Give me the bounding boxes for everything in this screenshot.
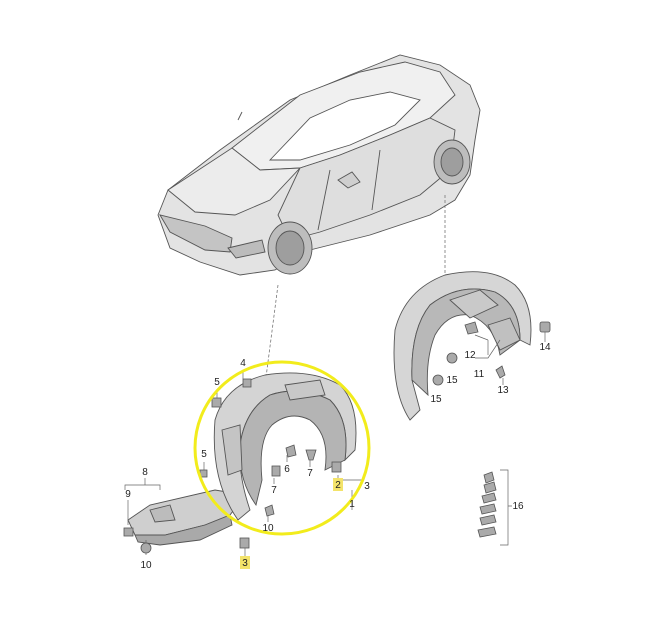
- nut-3b: [239, 537, 250, 549]
- hardware-set-16: [477, 471, 497, 538]
- callout-5a: 5: [214, 377, 220, 388]
- screw-10b: [264, 504, 275, 517]
- nut-12: [464, 321, 479, 335]
- screw-4: [242, 378, 252, 388]
- clip-7b: [305, 449, 317, 461]
- highlight-circle: [193, 360, 371, 536]
- callout-3a: 3: [364, 481, 370, 492]
- car-illustration: [157, 54, 481, 276]
- callout-4: 4: [240, 358, 246, 369]
- nut-2: [331, 461, 342, 473]
- rear-fasteners: [432, 321, 551, 386]
- callout-15a: 15: [446, 375, 458, 386]
- clip-15a: [446, 352, 458, 364]
- callout-9: 9: [125, 489, 131, 500]
- nut-10a: [140, 542, 152, 554]
- underbody-panel: [127, 489, 246, 546]
- callout-7a: 7: [271, 485, 277, 496]
- callout-5b: 5: [201, 449, 207, 460]
- callout-13: 13: [497, 385, 509, 396]
- callout-16: 16: [512, 501, 524, 512]
- leader-front: [264, 284, 279, 386]
- callout-8: 8: [142, 467, 148, 478]
- callout-box-2: [333, 478, 343, 491]
- front-wheel-liner: [213, 372, 357, 521]
- callout-7b: 7: [307, 468, 313, 479]
- callout-11: 11: [474, 369, 485, 380]
- callout-2: 2: [335, 480, 341, 491]
- callout-14: 14: [539, 342, 551, 353]
- callout-12: 12: [464, 350, 476, 361]
- clip-15b: [432, 374, 444, 386]
- clip-14: [539, 321, 551, 333]
- callout-10b: 10: [262, 523, 274, 534]
- clip-7a: [271, 465, 281, 477]
- clip-6: [285, 444, 297, 458]
- nut-5a: [211, 397, 222, 408]
- callout-15b: 15: [430, 394, 442, 405]
- callout-3b: 3: [242, 558, 248, 569]
- rear-wheel-liner: [393, 271, 532, 421]
- underbody-fasteners: [123, 527, 152, 554]
- callout-6: 6: [284, 464, 290, 475]
- rear-leaders: [474, 332, 546, 385]
- callout-box-3b: [240, 556, 250, 569]
- clip-9: [123, 527, 134, 537]
- front-fasteners: [199, 378, 342, 549]
- callout-1: 1: [349, 499, 355, 510]
- screw-13: [495, 365, 506, 379]
- callout-10a: 10: [140, 560, 152, 571]
- leader-16: [500, 469, 512, 546]
